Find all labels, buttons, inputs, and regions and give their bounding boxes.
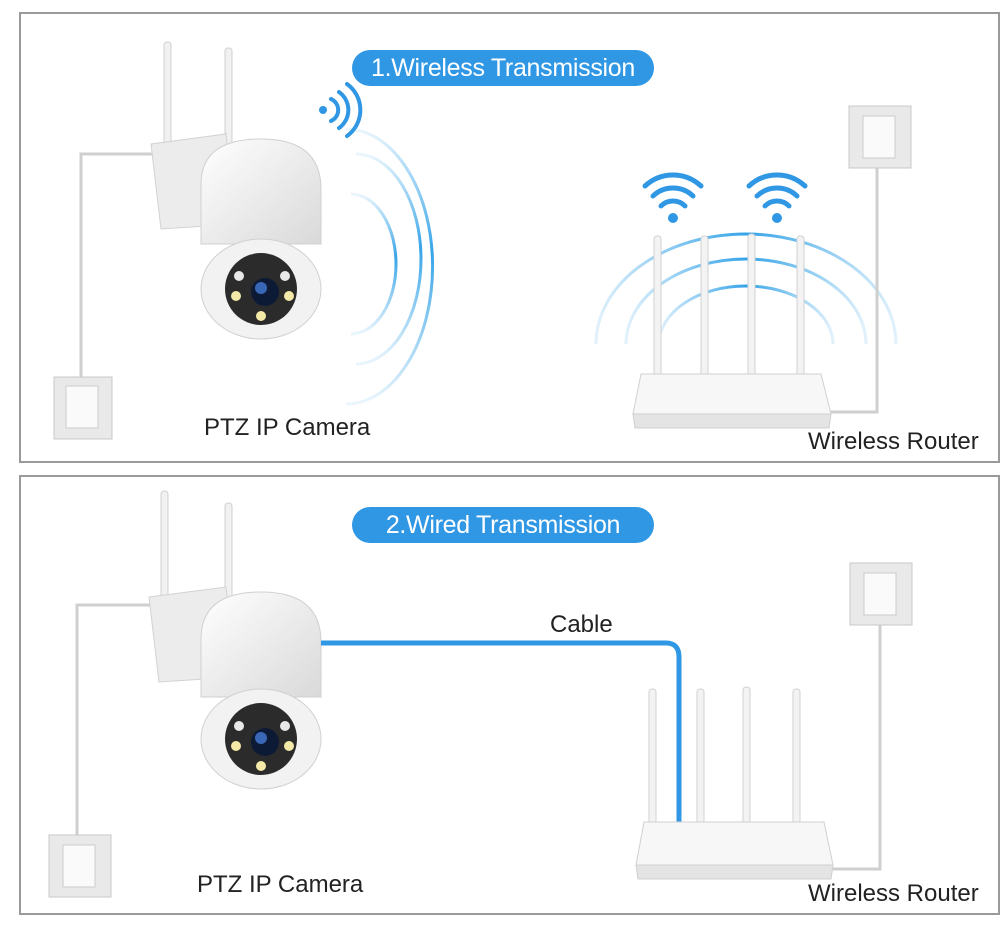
ptz-camera-image xyxy=(148,490,322,790)
wireless-diagram-art xyxy=(53,41,912,440)
camera-wall-outlet xyxy=(53,376,113,440)
camera-power-cable xyxy=(75,603,156,837)
wireless-router-image xyxy=(635,686,834,880)
camera-wall-outlet xyxy=(48,834,112,898)
ptz-camera-image xyxy=(150,41,322,340)
router-wall-outlet xyxy=(849,562,913,626)
router-wall-outlet xyxy=(848,105,912,169)
router-power-cable xyxy=(821,622,882,871)
panel-title-pill: 1.Wireless Transmission xyxy=(352,50,654,86)
camera-radio-waves xyxy=(345,127,435,406)
wifi-signal-icon xyxy=(746,172,808,223)
wired-diagram-art xyxy=(48,490,913,898)
camera-label: PTZ IP Camera xyxy=(204,414,371,441)
wired-transmission-panel: 2.Wired Transmission Cable PTZ IP Camera… xyxy=(19,475,1000,915)
camera-label: PTZ IP Camera xyxy=(197,871,364,898)
router-label: Wireless Router xyxy=(808,880,979,907)
router-radio-waves xyxy=(594,232,898,345)
camera-signal-icon xyxy=(319,82,363,138)
router-label: Wireless Router xyxy=(808,428,979,455)
cable-label: Cable xyxy=(550,611,613,638)
panel-title-pill: 2.Wired Transmission xyxy=(352,507,654,543)
network-cable xyxy=(321,640,682,822)
router-power-cable xyxy=(821,164,879,414)
wifi-signal-icon xyxy=(642,172,704,223)
camera-power-cable xyxy=(79,152,161,384)
wireless-router-image xyxy=(632,233,832,429)
wireless-transmission-panel: 1.Wireless Transmission PTZ IP Camera Wi… xyxy=(19,12,1000,463)
